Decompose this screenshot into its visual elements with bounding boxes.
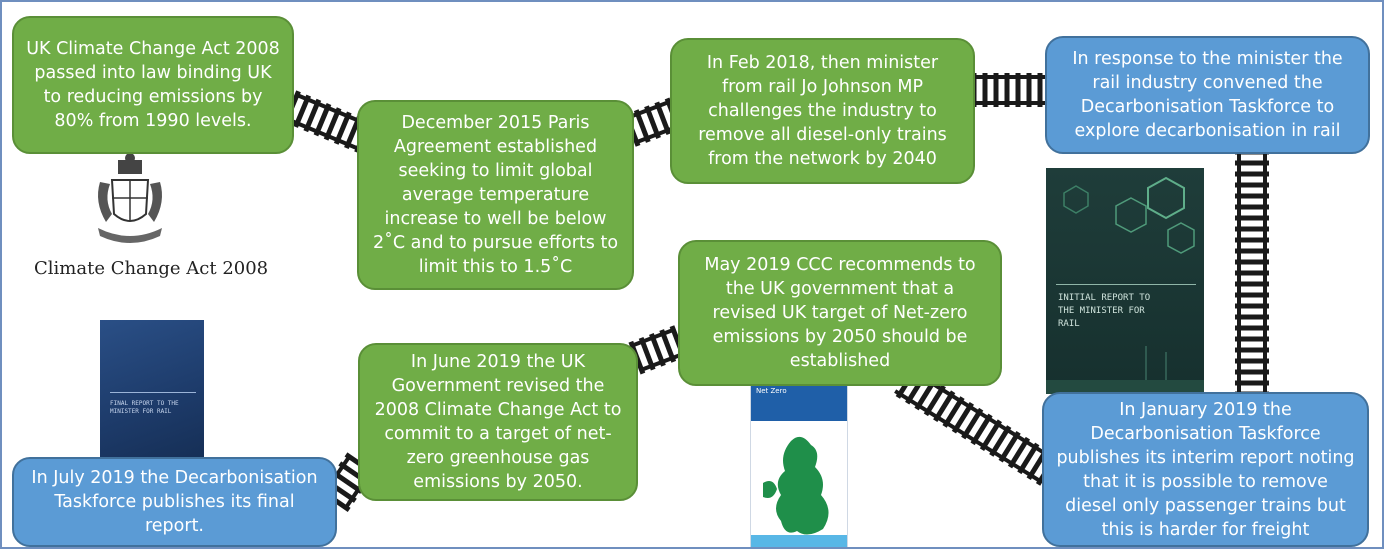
interim-report-cover: INITIAL REPORT TO THE MINISTER FOR RAIL xyxy=(1046,168,1204,394)
netzero-report-cover: Net Zero xyxy=(750,380,848,547)
box-jan-2019: In January 2019 the Decarbonisation Task… xyxy=(1042,392,1369,547)
box-taskforce-convened: In response to the minister the rail ind… xyxy=(1045,36,1370,154)
final-report-cover: FINAL REPORT TO THE MINISTER FOR RAIL xyxy=(100,320,204,458)
track-taskforce-to-jan xyxy=(1235,149,1269,397)
final-report-title: FINAL REPORT TO THE MINISTER FOR RAIL xyxy=(110,400,179,415)
box-july-2019-text: In July 2019 the Decarbonisation Taskfor… xyxy=(31,468,318,536)
track-paris-to-feb xyxy=(623,97,682,147)
track-may-to-june xyxy=(628,325,687,375)
box-taskforce-convened-text: In response to the minister the rail ind… xyxy=(1072,49,1343,141)
interim-report-title: INITIAL REPORT TO THE MINISTER FOR RAIL xyxy=(1058,293,1151,329)
box-jan-2019-text: In January 2019 the Decarbonisation Task… xyxy=(1056,399,1355,540)
box-may-2019: May 2019 CCC recommends to the UK govern… xyxy=(678,240,1002,386)
box-may-2019-text: May 2019 CCC recommends to the UK govern… xyxy=(704,255,976,371)
crest-caption: Climate Change Act 2008 xyxy=(34,258,269,279)
box-feb-2018-text: In Feb 2018, then minister from rail Jo … xyxy=(698,53,947,169)
netzero-cover-title: Net Zero xyxy=(756,387,787,395)
box-climate-act-2008-text: UK Climate Change Act 2008 passed into l… xyxy=(26,39,280,131)
box-june-2019-text: In June 2019 the UK Government revised t… xyxy=(374,352,622,492)
track-feb-to-taskforce xyxy=(971,73,1048,107)
box-july-2019: In July 2019 the Decarbonisation Taskfor… xyxy=(12,457,337,547)
box-paris-agreement: December 2015 Paris Agreement establishe… xyxy=(357,100,634,290)
box-feb-2018: In Feb 2018, then minister from rail Jo … xyxy=(670,38,975,184)
box-climate-act-2008: UK Climate Change Act 2008 passed into l… xyxy=(12,16,294,154)
box-june-2019: In June 2019 the UK Government revised t… xyxy=(358,343,638,501)
box-paris-agreement-text: December 2015 Paris Agreement establishe… xyxy=(372,113,619,277)
crest-icon xyxy=(90,152,170,252)
